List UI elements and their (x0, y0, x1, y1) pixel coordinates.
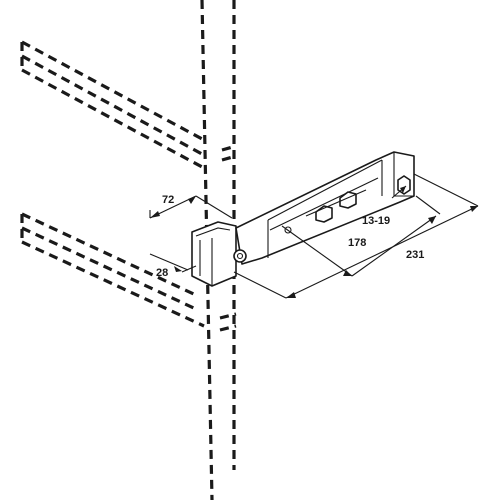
upper-rail-outline (20, 40, 237, 170)
wall-post-outline (200, 0, 236, 500)
dimension-178-label: 178 (348, 237, 366, 249)
dimension-72-label: 72 (162, 194, 174, 206)
lower-rail-outline (20, 212, 237, 332)
dimension-72: 72 (149, 194, 233, 219)
dimension-28: 28 (149, 253, 197, 279)
dimension-28-label: 28 (156, 267, 168, 279)
dimension-231: 231 (233, 173, 479, 299)
dimension-13-19-label: 13-19 (362, 215, 390, 227)
dimension-231-label: 231 (406, 249, 424, 261)
dimension-13-19: 13-19 (362, 185, 407, 227)
adjuster-knobs (305, 175, 411, 223)
wall-bolt (233, 249, 247, 263)
